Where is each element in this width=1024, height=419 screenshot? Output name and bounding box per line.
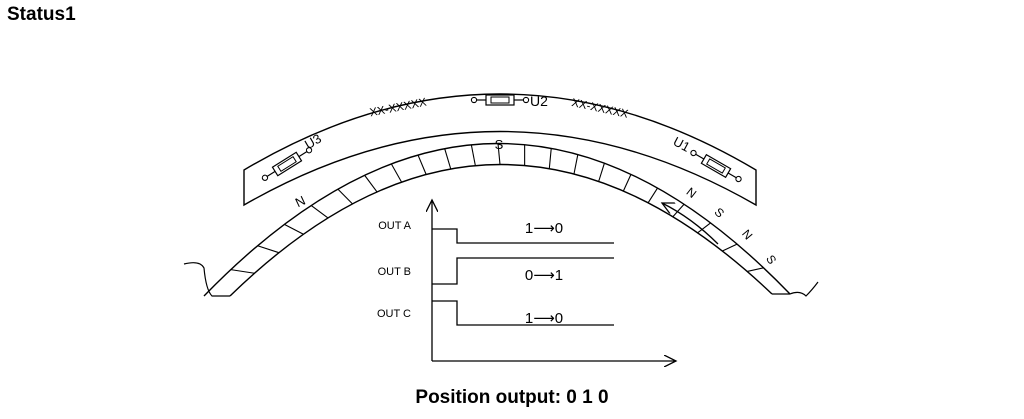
out-a-label: OUT A [378,220,411,232]
magnet-pole-divider [230,269,255,274]
ring-left-break [183,262,230,297]
magnet-label-s-top: S [495,137,504,152]
ring-right-break [772,281,819,297]
rotation-arrow [662,203,719,245]
out-b-transition: 0⟶1 [525,267,563,284]
sensor-label-u1: U1 [671,134,693,155]
sensor-label-u3: U3 [302,131,324,152]
magnet-pole-divider [310,205,329,219]
magnet-label-right-1: S [712,205,727,221]
magnet-pole-divider [470,144,476,166]
magnet-pole-divider [747,267,764,272]
magnet-pole-divider [497,143,501,165]
out-b-label: OUT B [378,266,411,278]
magnet-label-right-0: N [684,185,699,201]
sensor-body-icon [690,149,742,183]
waveform-out-a [432,228,614,244]
magnet-pole-divider [284,223,304,235]
hall-sensor-u1: U1 [671,134,742,183]
magnet-pole-divider [548,148,552,169]
magnet-pole-divider [257,245,280,254]
out-c-transition: 1⟶0 [525,310,563,327]
magnet-pole-divider [672,203,685,218]
part-number-right: XX-XXXXX [570,97,629,121]
magnet-label-right-2: N [739,227,755,243]
sensor-label-u2: U2 [530,93,548,109]
magnet-ring-inner [229,163,773,297]
hall-sensor-u2: U2 [470,93,548,109]
magnet-label-right-3: S [763,252,779,266]
waveform-out-c [432,300,614,326]
magnet-pole-divider [390,163,403,183]
position-output: Position output: 0 1 0 [415,387,609,408]
magnet-pole-divider [697,222,711,234]
part-number-left: XX-XXXXX [369,97,428,120]
magnet-pole-divider [647,187,658,204]
magnet-pole-divider [622,174,632,192]
magnet-pole-segments [230,143,764,274]
magnet-pole-divider [444,148,452,170]
hall-sensor-u3: U3 [261,131,324,181]
out-a-transition: 1⟶0 [525,220,563,237]
magnet-pole-divider [364,174,378,193]
magnet-label-n-left: N [293,193,308,211]
diagram-title: Status1 [7,4,76,25]
sensor-body-icon [261,147,313,181]
sensor-body-icon [470,94,530,106]
sensor-housing [243,93,757,207]
magnet-pole-divider [722,243,738,252]
waveform-out-b [432,257,614,285]
out-c-label: OUT C [377,308,411,320]
magnet-pole-divider [337,188,353,205]
magnet-pole-divider [573,154,579,175]
magnet-pole-divider [598,163,605,182]
magnet-pole-divider [417,154,427,175]
